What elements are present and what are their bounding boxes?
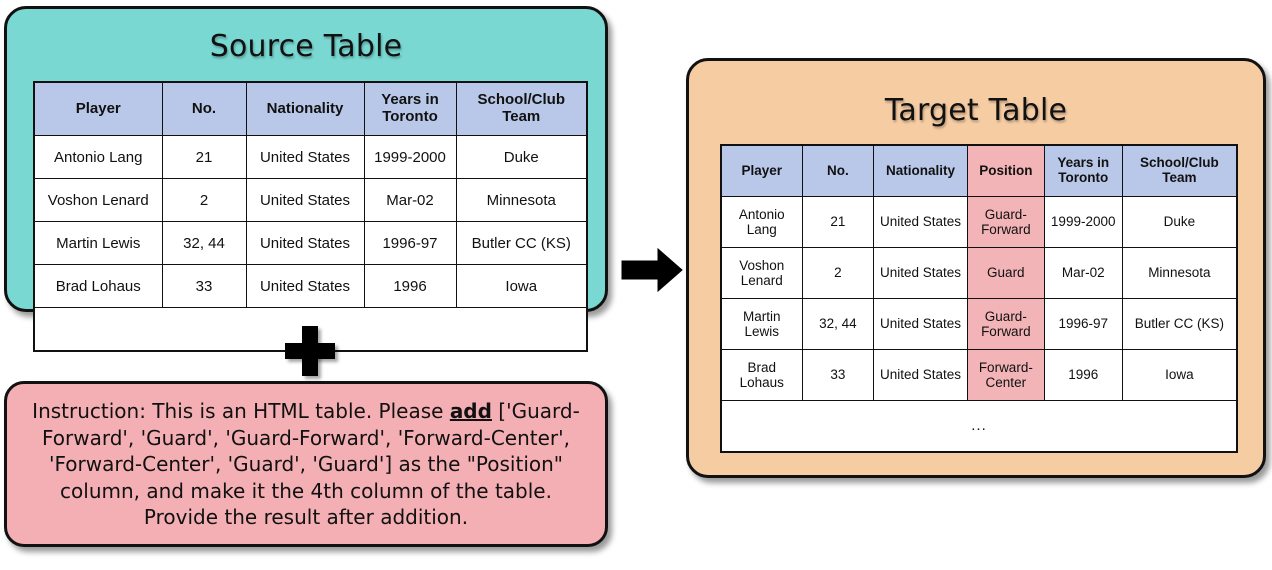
cell-years: 1996	[363, 264, 457, 308]
source-col-school: School/Club Team	[455, 81, 588, 136]
cell-nationality: United States	[873, 247, 968, 299]
cell-school: Minnesota	[455, 178, 588, 222]
table-row: Martin Lewis 32, 44 United States Guard-…	[720, 298, 1238, 350]
cell-years: Mar-02	[1043, 247, 1123, 299]
cell-school: Iowa	[455, 264, 588, 308]
instruction-prefix: Instruction: This is an HTML table. Plea…	[32, 399, 450, 423]
instruction-keyword: add	[449, 399, 492, 423]
arrow-right-icon	[620, 247, 684, 293]
cell-school: Iowa	[1121, 349, 1238, 401]
table-row: Brad Lohaus 33 United States 1996 Iowa	[33, 264, 588, 308]
target-ellipsis: ...	[720, 400, 1238, 453]
cell-player: Voshon Lenard	[720, 247, 803, 299]
table-row: Antonio Lang 21 United States Guard-Forw…	[720, 196, 1238, 248]
cell-position: Guard-Forward	[966, 196, 1045, 248]
cell-years: 1996-97	[1043, 298, 1123, 350]
cell-position: Guard-Forward	[966, 298, 1045, 350]
cell-years: Mar-02	[363, 178, 457, 222]
cell-no: 32, 44	[161, 221, 247, 265]
cell-nationality: United States	[245, 264, 365, 308]
cell-no: 21	[801, 196, 875, 248]
cell-player: Antonio Lang	[33, 135, 163, 179]
cell-nationality: United States	[245, 178, 365, 222]
cell-years: 1996-97	[363, 221, 457, 265]
table-row-ellipsis: ...	[720, 400, 1238, 453]
plus-icon-vertical-bar	[302, 326, 318, 376]
cell-player: Antonio Lang	[720, 196, 803, 248]
instruction-text: Instruction: This is an HTML table. Plea…	[7, 384, 605, 531]
target-table: Player No. Nationality Position Years in…	[720, 144, 1238, 453]
table-row: Antonio Lang 21 United States 1999-2000 …	[33, 135, 588, 179]
cell-years: 1996	[1043, 349, 1123, 401]
cell-no: 32, 44	[801, 298, 875, 350]
cell-years: 1999-2000	[363, 135, 457, 179]
source-col-player: Player	[33, 81, 163, 136]
cell-player: Brad Lohaus	[720, 349, 803, 401]
cell-nationality: United States	[873, 298, 968, 350]
cell-player: Brad Lohaus	[33, 264, 163, 308]
cell-nationality: United States	[245, 135, 365, 179]
cell-no: 33	[161, 264, 247, 308]
instruction-panel: Instruction: This is an HTML table. Plea…	[4, 381, 608, 547]
cell-no: 2	[161, 178, 247, 222]
source-col-nationality: Nationality	[245, 81, 365, 136]
cell-school: Duke	[455, 135, 588, 179]
cell-no: 33	[801, 349, 875, 401]
target-col-years: Years in Toronto	[1043, 144, 1123, 197]
target-table-header-row: Player No. Nationality Position Years in…	[720, 144, 1238, 197]
cell-nationality: United States	[873, 196, 968, 248]
source-table: Player No. Nationality Years in Toronto …	[33, 81, 588, 352]
cell-school: Butler CC (KS)	[1121, 298, 1238, 350]
target-table-panel: Target Table Player No. Nationality Posi…	[686, 58, 1266, 478]
cell-no: 2	[801, 247, 875, 299]
target-col-nationality: Nationality	[873, 144, 968, 197]
target-col-position: Position	[966, 144, 1045, 197]
source-table-header-row: Player No. Nationality Years in Toronto …	[33, 81, 588, 136]
cell-no: 21	[161, 135, 247, 179]
table-row: Voshon Lenard 2 United States Mar-02 Min…	[33, 178, 588, 222]
cell-years: 1999-2000	[1043, 196, 1123, 248]
table-row: Brad Lohaus 33 United States Forward-Cen…	[720, 349, 1238, 401]
cell-school: Duke	[1121, 196, 1238, 248]
plus-icon	[283, 324, 337, 378]
cell-school: Minnesota	[1121, 247, 1238, 299]
target-col-player: Player	[720, 144, 803, 197]
cell-position: Guard	[966, 247, 1045, 299]
source-table-container: Player No. Nationality Years in Toronto …	[33, 81, 588, 352]
source-table-panel: Source Table Player No. Nationality Year…	[4, 6, 608, 352]
instruction-suffix: ['Guard-Forward', 'Guard', 'Guard-Forwar…	[41, 399, 580, 530]
cell-player: Martin Lewis	[33, 221, 163, 265]
table-row: Voshon Lenard 2 United States Guard Mar-…	[720, 247, 1238, 299]
target-col-no: No.	[801, 144, 875, 197]
target-col-school: School/Club Team	[1121, 144, 1238, 197]
target-table-container: Player No. Nationality Position Years in…	[720, 144, 1238, 453]
cell-nationality: United States	[873, 349, 968, 401]
cell-school: Butler CC (KS)	[455, 221, 588, 265]
source-col-years: Years in Toronto	[363, 81, 457, 136]
cell-player: Voshon Lenard	[33, 178, 163, 222]
table-row: Martin Lewis 32, 44 United States 1996-9…	[33, 221, 588, 265]
target-panel-title: Target Table	[884, 93, 1068, 128]
source-panel-title: Source Table	[209, 29, 403, 64]
source-col-no: No.	[161, 81, 247, 136]
cell-player: Martin Lewis	[720, 298, 803, 350]
cell-position: Forward-Center	[966, 349, 1045, 401]
cell-nationality: United States	[245, 221, 365, 265]
